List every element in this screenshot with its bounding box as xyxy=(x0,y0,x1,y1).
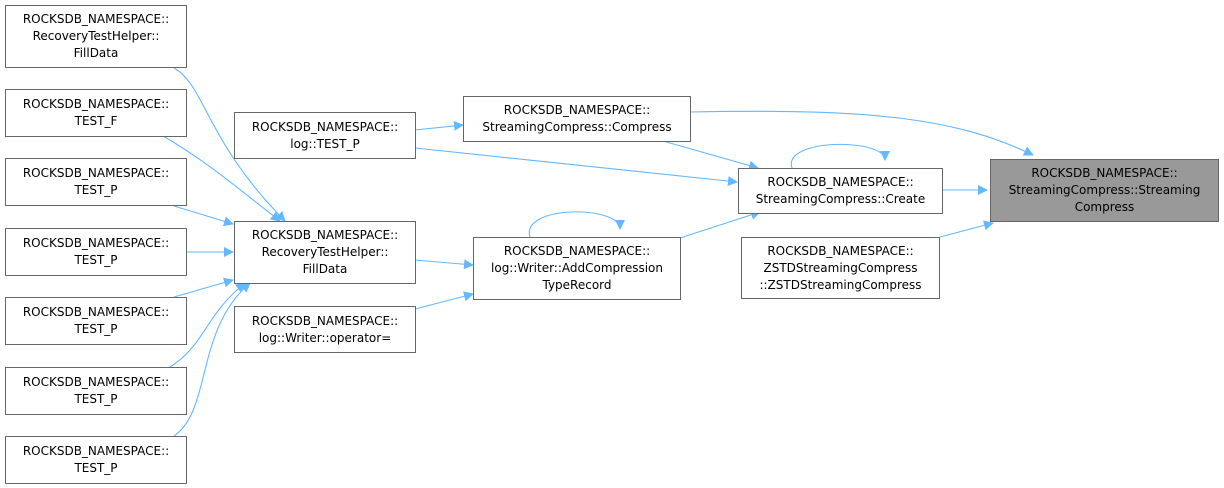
node-test-f[interactable]: ROCKSDB_NAMESPACE:: TEST_F xyxy=(5,89,187,137)
node-label: ROCKSDB_NAMESPACE:: TEST_P xyxy=(22,444,170,475)
edge-writer-operator-to-add-record xyxy=(414,291,474,310)
edge-test-p-4-to-fill-data xyxy=(169,282,246,368)
node-test-p-5[interactable]: ROCKSDB_NAMESPACE:: TEST_P xyxy=(5,436,187,484)
edge-create-self-loop xyxy=(791,143,890,169)
node-streaming-compress-compress[interactable]: ROCKSDB_NAMESPACE:: StreamingCompress::C… xyxy=(463,96,691,142)
node-log-test-p[interactable]: ROCKSDB_NAMESPACE:: log::TEST_P xyxy=(234,112,416,159)
node-label: ROCKSDB_NAMESPACE:: log::Writer::AddComp… xyxy=(491,244,663,292)
node-label: ROCKSDB_NAMESPACE:: TEST_F xyxy=(22,97,170,128)
edge-fill-data-to-add-record xyxy=(414,259,474,270)
edge-compress-to-focus xyxy=(689,110,1034,156)
edge-add-record-self-loop xyxy=(529,211,625,238)
node-test-p-3[interactable]: ROCKSDB_NAMESPACE:: TEST_P xyxy=(5,297,187,345)
node-label: ROCKSDB_NAMESPACE:: ZSTDStreamingCompres… xyxy=(759,243,922,292)
node-label: ROCKSDB_NAMESPACE:: StreamingCompress::C… xyxy=(482,103,672,134)
node-label: ROCKSDB_NAMESPACE:: TEST_P xyxy=(22,236,170,267)
node-recovery-test-helper-filldata-top[interactable]: ROCKSDB_NAMESPACE:: RecoveryTestHelper::… xyxy=(5,5,187,68)
node-label: ROCKSDB_NAMESPACE:: RecoveryTestHelper::… xyxy=(251,228,399,276)
node-test-p-1[interactable]: ROCKSDB_NAMESPACE:: TEST_P xyxy=(5,158,187,206)
edge-log-test-p-to-compress xyxy=(414,120,464,131)
edge-add-record-to-create xyxy=(679,210,761,239)
node-label: ROCKSDB_NAMESPACE:: TEST_P xyxy=(22,375,170,406)
edge-test-p-3-to-fill-data xyxy=(173,277,234,298)
node-test-p-2[interactable]: ROCKSDB_NAMESPACE:: TEST_P xyxy=(5,228,187,276)
edge-log-test-p-to-create xyxy=(414,147,738,187)
node-label: ROCKSDB_NAMESPACE:: log::TEST_P xyxy=(251,119,399,151)
node-zstd-streaming-compress[interactable]: ROCKSDB_NAMESPACE:: ZSTDStreamingCompres… xyxy=(741,237,940,299)
node-label: ROCKSDB_NAMESPACE:: StreamingCompress::S… xyxy=(1008,166,1201,214)
edge-test-p-1-to-fill-data xyxy=(173,205,234,227)
edge-zstd-to-focus xyxy=(939,220,994,238)
edge-test-f-to-fill-data xyxy=(162,135,281,222)
node-writer-operator-assign[interactable]: ROCKSDB_NAMESPACE:: log::Writer::operato… xyxy=(234,306,416,353)
node-recovery-test-helper-filldata[interactable]: ROCKSDB_NAMESPACE:: RecoveryTestHelper::… xyxy=(234,221,416,284)
node-test-p-4[interactable]: ROCKSDB_NAMESPACE:: TEST_P xyxy=(5,367,187,415)
node-streaming-compress-create[interactable]: ROCKSDB_NAMESPACE:: StreamingCompress::C… xyxy=(738,168,943,214)
node-add-compression-type-record[interactable]: ROCKSDB_NAMESPACE:: log::Writer::AddComp… xyxy=(473,237,681,300)
edge-compress-to-create xyxy=(662,140,759,171)
node-label: ROCKSDB_NAMESPACE:: log::Writer::operato… xyxy=(251,313,399,345)
node-label: ROCKSDB_NAMESPACE:: TEST_P xyxy=(22,305,170,336)
node-streaming-compress-constructor-focus: ROCKSDB_NAMESPACE:: StreamingCompress::S… xyxy=(990,159,1219,222)
node-label: ROCKSDB_NAMESPACE:: StreamingCompress::C… xyxy=(755,175,926,206)
edge-fill-helper-top-to-fill-data xyxy=(173,67,286,222)
node-label: ROCKSDB_NAMESPACE:: TEST_P xyxy=(22,166,170,197)
edge-test-p-5-to-fill-data xyxy=(173,282,251,437)
node-label: ROCKSDB_NAMESPACE:: RecoveryTestHelper::… xyxy=(22,12,170,60)
